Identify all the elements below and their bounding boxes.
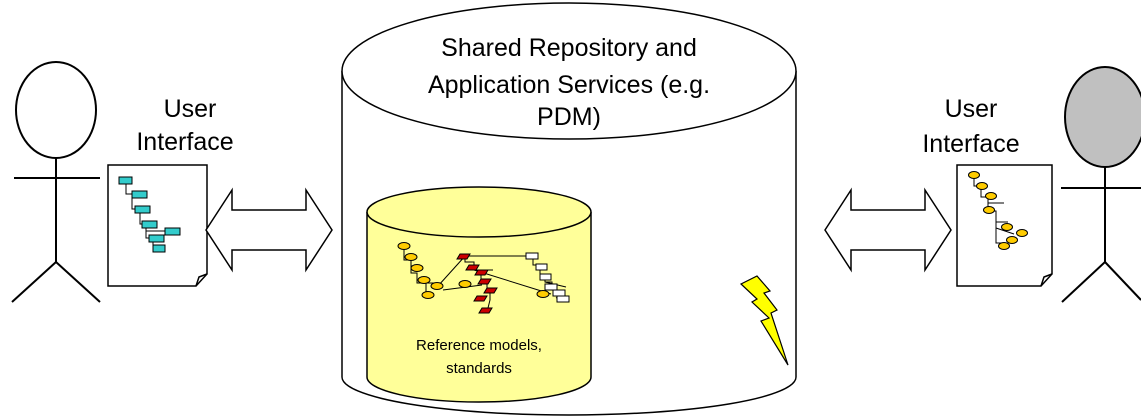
lightning-icon <box>739 275 789 366</box>
inner-white-nodes <box>525 252 570 303</box>
left-document-icon <box>107 164 208 287</box>
right-user-figure-icon <box>1061 66 1141 303</box>
repository-title-line1: Shared Repository and <box>441 34 697 62</box>
right-user-label-line2: Interface <box>922 130 1019 158</box>
left-user-head <box>15 61 97 159</box>
right-tree-nodes <box>968 171 1028 250</box>
left-double-arrow-icon <box>205 187 333 273</box>
left-tree-nodes <box>118 176 181 253</box>
inner-red-nodes <box>456 253 498 314</box>
left-user-label-line2: Interface <box>136 128 233 156</box>
inner-yellow-nodes <box>397 242 550 299</box>
left-tree-icon <box>125 182 165 249</box>
repository-title-line2: Application Services (e.g. <box>428 71 710 99</box>
left-user-label-line1: User <box>164 95 217 123</box>
reference-models-label-line2: standards <box>446 360 512 377</box>
reference-models-cylinder <box>366 186 592 403</box>
right-user-head <box>1064 66 1141 168</box>
reference-models-label-line1: Reference models, <box>416 337 542 354</box>
left-user-figure-icon <box>11 61 101 303</box>
right-double-arrow-icon <box>824 187 952 273</box>
repository-title-line3: PDM) <box>537 103 601 131</box>
repository-cylinder-top <box>341 2 797 140</box>
right-document-icon <box>956 164 1053 287</box>
right-user-label-line1: User <box>945 95 998 123</box>
